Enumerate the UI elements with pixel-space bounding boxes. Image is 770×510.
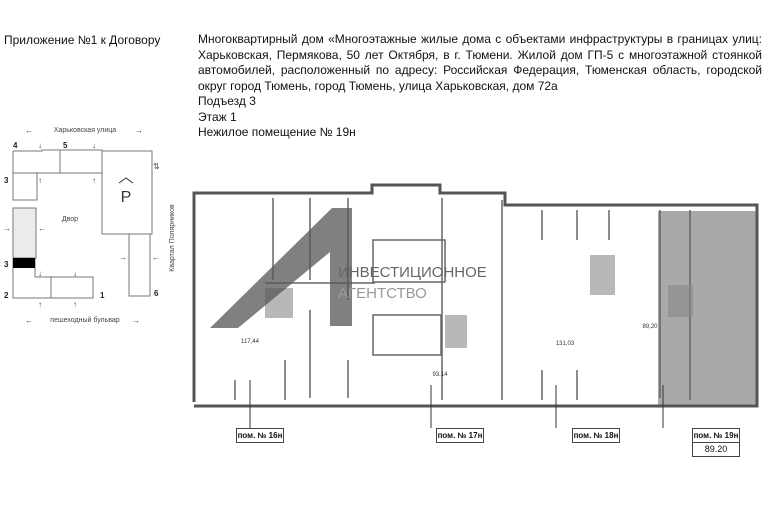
area-19: 89,20 <box>642 324 658 330</box>
parking-label: P <box>121 189 132 206</box>
svg-text:←: ← <box>152 253 160 262</box>
svg-text:←: ← <box>25 126 33 135</box>
watermark-line2: АГЕНТСТВО <box>338 285 427 302</box>
svg-text:→: → <box>132 316 140 325</box>
watermark-logo <box>210 208 352 328</box>
block-number: 2 <box>4 291 9 300</box>
block-number: 3 <box>4 260 9 269</box>
block-number: 3 <box>4 176 9 185</box>
area-18: 131,03 <box>556 341 575 347</box>
svg-text:→: → <box>3 224 11 233</box>
street-right: Квартал Полярников <box>169 204 176 272</box>
svg-text:⇅: ⇅ <box>153 162 160 171</box>
svg-text:→: → <box>119 253 127 262</box>
street-bottom: пешеходный бульвар <box>50 316 120 324</box>
area-16: 117,44 <box>241 339 260 345</box>
block-number: 4 <box>13 141 18 150</box>
block-number: 5 <box>63 141 68 150</box>
label-unit-17: пом. № 17н <box>436 428 484 443</box>
yard-label: Двор <box>62 216 78 223</box>
area-17: 93,14 <box>432 372 448 378</box>
svg-text:↓: ↓ <box>38 141 42 150</box>
floor: Этаж 1 <box>198 109 237 124</box>
svg-text:↑: ↑ <box>73 300 77 309</box>
svg-text:↑: ↑ <box>92 176 96 185</box>
floor-plan: ИНВЕСТИЦИОННОЕ АГЕНТСТВО 117,44 93,14 13… <box>192 183 759 428</box>
appendix-title: Приложение №1 к Договору <box>4 33 161 47</box>
project-description: Многоквартирный дом «Многоэтажные жилые … <box>198 32 762 93</box>
street-top: Харьковская улица <box>54 127 116 134</box>
svg-text:→: → <box>135 126 143 135</box>
svg-text:↑: ↑ <box>38 176 42 185</box>
arrow-icons: ← → ← → ↓ ↓ ↑ ↑ → ← ↓ ↓ ↑ ↑ → ← ⇅ <box>3 126 160 325</box>
svg-text:←: ← <box>25 316 33 325</box>
description: Многоквартирный дом «Многоэтажные жилые … <box>198 32 762 141</box>
svg-text:←: ← <box>38 224 46 233</box>
selected-area-value: 89.20 <box>692 442 740 457</box>
label-unit-16: пом. № 16н <box>236 428 284 443</box>
selected-block <box>13 258 35 268</box>
label-unit-18: пом. № 18н <box>572 428 620 443</box>
svg-text:↓: ↓ <box>38 269 42 278</box>
premises: Нежилое помещение № 19н <box>198 125 356 139</box>
watermark-line1: ИНВЕСТИЦИОННОЕ <box>338 264 487 281</box>
svg-text:↑: ↑ <box>38 300 42 309</box>
block-number: 6 <box>154 289 159 298</box>
svg-text:↓: ↓ <box>73 269 77 278</box>
entrance: Подъезд 3 <box>198 94 256 108</box>
site-plan: Харьковская улица пешеходный бульвар Ква… <box>3 126 176 325</box>
svg-text:↓: ↓ <box>92 141 96 150</box>
block-number: 1 <box>100 291 105 300</box>
label-unit-19: пом. № 19н <box>692 428 740 443</box>
